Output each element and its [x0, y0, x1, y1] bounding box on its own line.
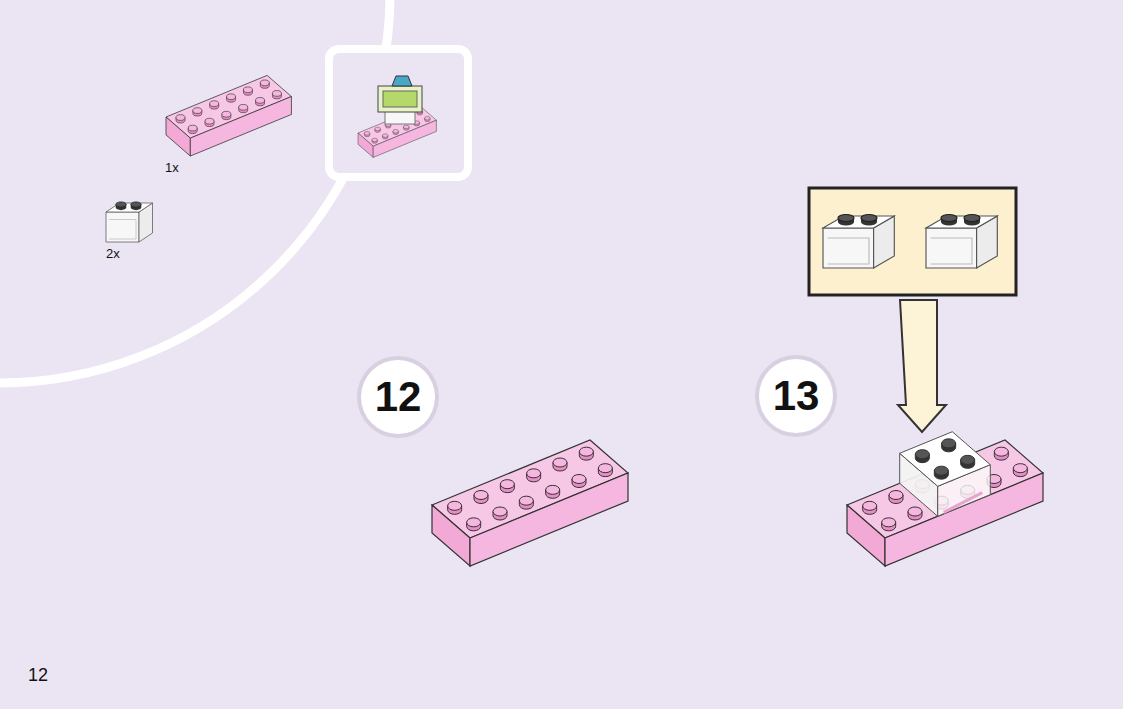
part-count: 1x — [165, 161, 179, 174]
step-circle: 13 — [759, 359, 833, 433]
stud — [900, 432, 991, 487]
stud — [944, 493, 983, 513]
part-count: 2x — [106, 247, 120, 260]
step-circle: 12 — [361, 360, 435, 434]
stud — [934, 466, 948, 475]
step-number: 12 — [375, 376, 422, 418]
page-number: 12 — [28, 666, 48, 684]
step-number: 13 — [773, 375, 820, 417]
stud — [961, 455, 975, 464]
stud — [942, 439, 956, 448]
stud — [915, 450, 929, 459]
